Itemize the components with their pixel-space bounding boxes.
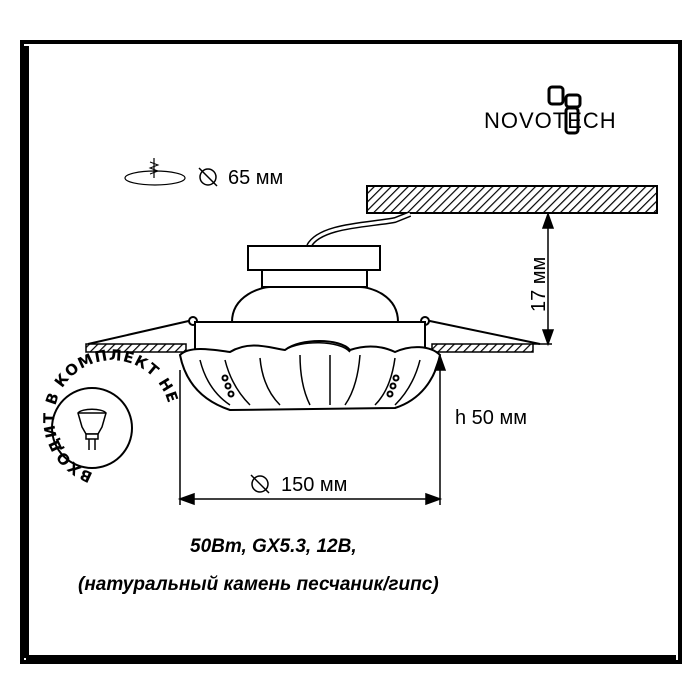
diameter-symbol-icon	[198, 167, 218, 187]
ceiling-panel-left	[85, 343, 187, 353]
ceiling-panel-right	[431, 343, 534, 353]
height-from-ceiling-label: 17 мм	[528, 257, 550, 312]
diameter-symbol-icon	[250, 474, 270, 494]
cutout-diameter-icon	[124, 158, 186, 186]
spec-line-2: (натуральный камень песчаник/гипс)	[78, 574, 439, 595]
cutout-label: 65 мм	[228, 167, 283, 189]
fixture	[87, 245, 541, 412]
frame	[20, 40, 682, 664]
dimension-diameter	[177, 370, 443, 506]
ceiling	[366, 185, 658, 214]
mr16-lamp-icon	[77, 408, 107, 450]
spec-line-1: 50Вт, GX5.3, 12В,	[190, 536, 357, 557]
novotech-logo: NOVOTECH	[484, 85, 617, 135]
dimension-17mm	[533, 211, 555, 347]
logo-text: NOVOTECH	[484, 108, 617, 133]
lamp-not-included-badge: ВХОДИТ В КОМПЛЕКТ НЕ	[40, 346, 181, 486]
diameter-label: 150 мм	[281, 474, 347, 496]
height-label: h 50 мм	[455, 407, 527, 429]
dimension-height	[433, 353, 447, 505]
